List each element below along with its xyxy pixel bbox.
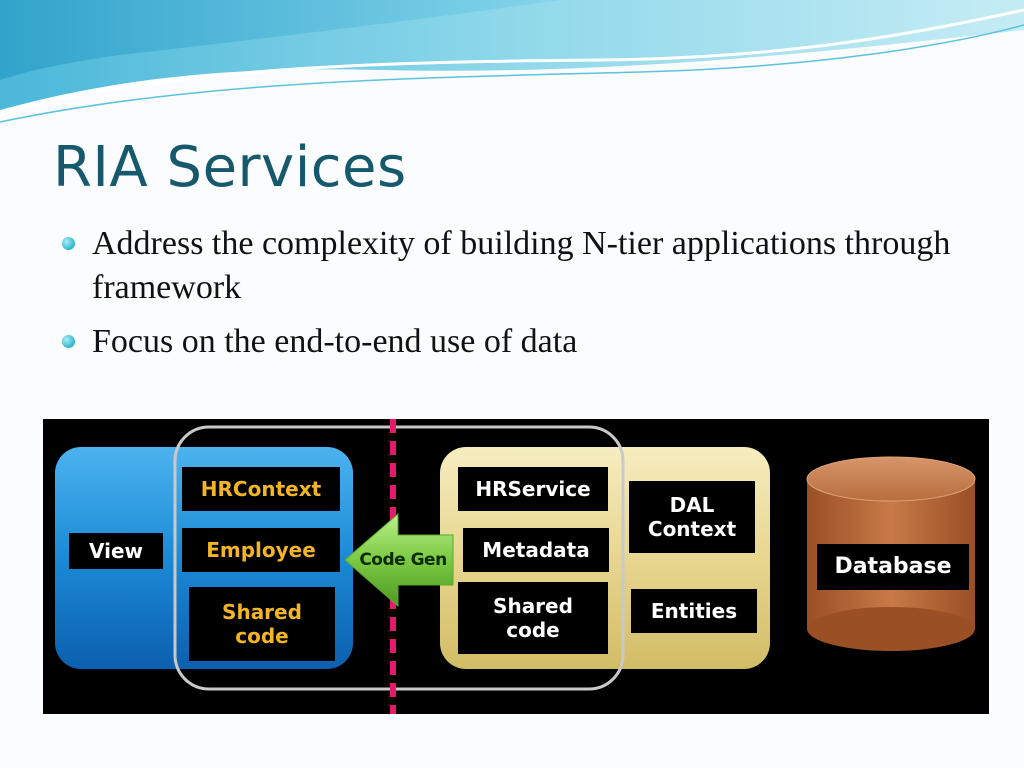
view-label: View xyxy=(69,533,163,569)
metadata-label: Metadata xyxy=(463,528,609,572)
code-gen-arrow xyxy=(344,512,454,608)
bullet-text: Address the complexity of building N-tie… xyxy=(92,225,951,306)
bullet-dot-icon xyxy=(62,237,75,250)
database-label: Database xyxy=(817,544,969,590)
hrservice-label: HRService xyxy=(458,467,608,511)
architecture-diagram: View HRContext Employee Shared code Code… xyxy=(43,419,989,714)
bullet-item: Address the complexity of building N-tie… xyxy=(62,222,1002,310)
shared-boundary-outline xyxy=(173,425,625,691)
dal-context-label: DAL Context xyxy=(629,481,755,553)
bullet-item: Focus on the end-to-end use of data xyxy=(62,320,1002,364)
client-shared-code-label: Shared code xyxy=(189,587,335,661)
header-wave-decoration xyxy=(0,0,1024,123)
hrcontext-label: HRContext xyxy=(182,467,340,511)
server-shared-code-label: Shared code xyxy=(458,582,608,654)
code-gen-label: Code Gen xyxy=(359,550,447,570)
bullet-text: Focus on the end-to-end use of data xyxy=(92,323,578,360)
employee-label: Employee xyxy=(182,528,340,572)
bullet-dot-icon xyxy=(62,335,75,348)
slide-title: RIA Services xyxy=(53,135,407,200)
bullet-list: Address the complexity of building N-tie… xyxy=(62,222,1002,374)
entities-label: Entities xyxy=(631,589,757,633)
